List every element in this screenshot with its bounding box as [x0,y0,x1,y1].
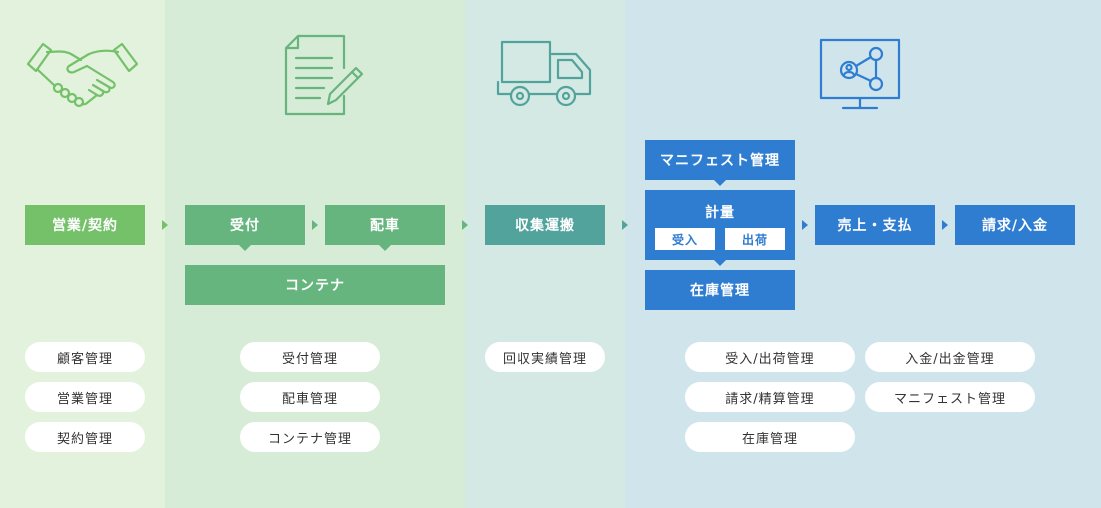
dispatch-notch [379,245,391,251]
dispatch-box: 配車 [325,205,445,245]
pill-dispatch-management: 配車管理 [240,382,380,412]
pill-customer-management: 顧客管理 [25,342,145,372]
sales-payment-box: 売上・支払 [815,205,935,245]
flow-arrow [802,220,808,230]
document-pen-icon [284,34,364,116]
pill-contract-management: 契約管理 [25,422,145,452]
monitor-network-icon [819,38,901,110]
weighing-notch [714,260,726,266]
pill-collection-record-management: 回収実績管理 [485,342,605,372]
stage-transport-column [465,0,625,508]
pill-sales-management: 営業管理 [25,382,145,412]
manifest-notch [714,180,726,186]
receive-box: 受付 [185,205,305,245]
flow-arrow [622,220,628,230]
weighing-label: 計量 [705,205,735,221]
pill-receive-ship-management: 受入/出荷管理 [685,342,855,372]
sales-contract-box: 営業/契約 [25,205,145,245]
container-box: コンテナ [185,265,445,305]
pill-receive-management: 受付管理 [240,342,380,372]
flow-arrow [942,220,948,230]
pill-billing-settlement-management: 請求/精算管理 [685,382,855,412]
pill-container-management: コンテナ管理 [240,422,380,452]
flow-arrow [312,220,318,230]
pill-deposit-withdraw-management: 入金/出金管理 [865,342,1035,372]
flow-arrow [162,220,168,230]
manifest-box: マニフェスト管理 [645,140,795,180]
collection-transport-box: 収集運搬 [485,205,605,245]
handshake-icon [26,42,139,108]
receive-notch [239,245,251,251]
truck-icon [496,40,592,107]
flow-arrow [462,220,468,230]
weighing-in-label: 受入 [655,228,715,250]
inventory-box: 在庫管理 [645,270,795,310]
pill-manifest-management: マニフェスト管理 [865,382,1035,412]
weighing-box: 計量 受入 出荷 [645,190,795,260]
billing-payment-box: 請求/入金 [955,205,1075,245]
weighing-out-label: 出荷 [725,228,785,250]
pill-inventory-management: 在庫管理 [685,422,855,452]
